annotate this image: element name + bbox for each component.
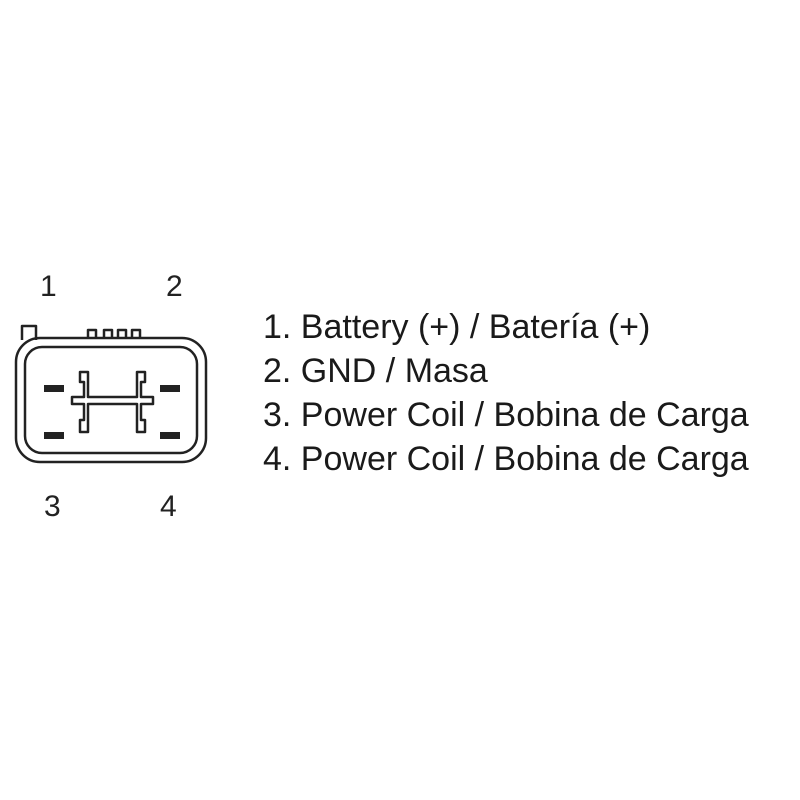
connector-lock-tab: [20, 324, 38, 340]
terminal-pin-3: [44, 432, 64, 439]
legend-item-3: 3. Power Coil / Bobina de Carga: [263, 396, 749, 434]
connector-center-key: [70, 370, 155, 434]
pin-label-4: 4: [160, 490, 177, 523]
connector-key-center-right: [116, 328, 128, 338]
legend-item-4: 4. Power Coil / Bobina de Carga: [263, 440, 749, 478]
connector-key-right: [130, 328, 142, 338]
terminal-pin-2: [160, 385, 180, 392]
connector-outer-housing: [14, 336, 208, 464]
terminal-pin-4: [160, 432, 180, 439]
terminal-pin-1: [44, 385, 64, 392]
legend-item-1: 1. Battery (+) / Batería (+): [263, 308, 651, 346]
pin-label-2: 2: [166, 270, 183, 303]
connector-key-left: [86, 328, 98, 338]
pin-label-1: 1: [40, 270, 57, 303]
pin-label-3: 3: [44, 490, 61, 523]
connector-key-center-left: [102, 328, 114, 338]
pinout-legend: 1. Battery (+) / Batería (+) 2. GND / Ma…: [263, 305, 749, 481]
connector-inner-housing: [23, 345, 199, 455]
legend-item-2: 2. GND / Masa: [263, 352, 488, 390]
